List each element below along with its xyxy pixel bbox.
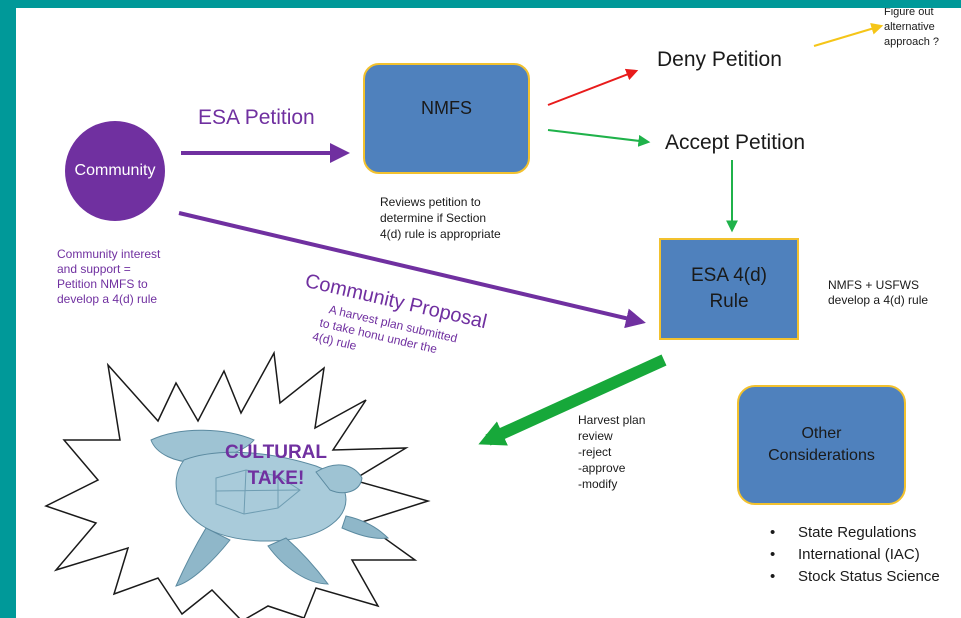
review-line: review — [578, 429, 613, 443]
esa-petition-label: ESA Petition — [198, 106, 315, 129]
accept-petition-node: Accept Petition — [665, 131, 806, 154]
interest-line: Community interest — [57, 247, 161, 261]
develop-line: NMFS + USFWS — [828, 278, 920, 292]
review-line: -approve — [578, 461, 626, 475]
review-line: -reject — [578, 445, 612, 459]
community-node: Community — [65, 121, 165, 221]
develop-line: develop a 4(d) rule — [828, 293, 929, 307]
consideration-item: International (IAC) — [766, 544, 940, 566]
review-line: -modify — [578, 477, 618, 491]
review-line: Harvest plan — [578, 413, 646, 427]
alternative-approach-note: Figure out alternative approach ? — [884, 8, 939, 50]
nmfs-label: NMFS — [421, 98, 472, 118]
considerations-list: State Regulations International (IAC) St… — [766, 522, 940, 588]
sea-turtle-illustration — [150, 429, 390, 587]
arrow-community-to-rule — [178, 211, 646, 329]
other-considerations-node: Other Considerations — [737, 385, 906, 505]
cultural-take-line1: CULTURAL — [224, 442, 327, 463]
interest-line: Petition NMFS to — [57, 277, 148, 291]
diagram-canvas: Community ESA Petition NMFS Reviews peti… — [16, 8, 961, 618]
esa-4d-rule-node: ESA 4(d) Rule — [659, 238, 799, 340]
rule-development-note: NMFS + USFWS develop a 4(d) rule — [828, 278, 928, 308]
other-label-line2: Considerations — [768, 447, 875, 464]
other-label-line1: Other — [801, 425, 842, 442]
arrow-nmfs-to-accept — [547, 129, 651, 147]
interest-line: develop a 4(d) rule — [57, 292, 158, 306]
arrow-deny-to-alternative — [813, 22, 884, 47]
harvest-plan-review-note: Harvest plan review -reject -approve -mo… — [578, 412, 645, 492]
arrow-rule-to-cultural-take — [478, 354, 667, 446]
consideration-item: Stock Status Science — [766, 566, 940, 588]
reviews-line: 4(d) rule is appropriate — [380, 227, 501, 241]
consideration-item: State Regulations — [766, 522, 940, 544]
figure-out-line: Figure out — [884, 8, 934, 18]
nmfs-review-note: Reviews petition to determine if Section… — [380, 194, 501, 242]
reviews-line: determine if Section — [380, 211, 487, 225]
nmfs-node: NMFS — [363, 63, 530, 174]
interest-line: and support = — [57, 262, 131, 276]
community-label: Community — [74, 162, 156, 179]
reviews-line: Reviews petition to — [380, 195, 481, 209]
cultural-take-line2: TAKE! — [247, 468, 305, 489]
rule-label-line2: Rule — [709, 291, 749, 312]
diagram-connectors — [44, 22, 884, 618]
arrow-nmfs-to-deny — [547, 68, 639, 106]
rule-label-line1: ESA 4(d) — [690, 265, 768, 286]
community-interest-note: Community interest and support = Petitio… — [57, 247, 160, 307]
deny-petition-node: Deny Petition — [657, 48, 782, 71]
figure-out-line: approach ? — [884, 36, 940, 48]
figure-out-line: alternative — [884, 21, 935, 33]
cultural-take-label: CULTURAL TAKE! — [206, 440, 346, 492]
